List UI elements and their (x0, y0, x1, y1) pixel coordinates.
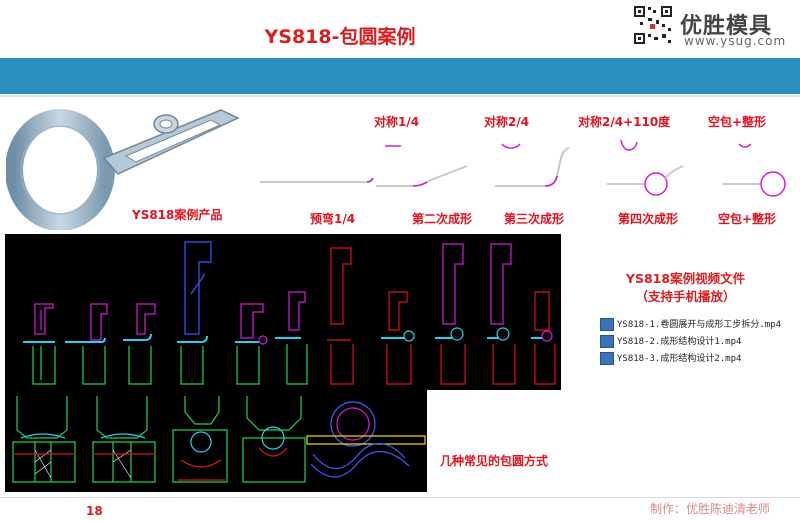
step-bottom-label-1: 预弯1/4 (310, 212, 356, 226)
product-illustration (6, 109, 240, 230)
video-file-name: YS818-3.成形结构设计2.mp4 (617, 354, 742, 364)
divider (0, 95, 800, 97)
page-title: YS818-包圆案例 (264, 26, 416, 48)
cad-panel-progression (5, 234, 561, 390)
methods-caption: 几种常见的包圆方式 (440, 454, 549, 468)
video-file-1[interactable]: YS818-1.卷圆展开与成形工步拆分.mp4 (600, 317, 781, 331)
brand-logo: 优胜模具 www.ysug.com (632, 4, 792, 52)
video-file-3[interactable]: YS818-3.成形结构设计2.mp4 (600, 351, 741, 365)
product-caption: YS818案例产品 (132, 208, 223, 222)
logo-text: 优胜模具 (680, 14, 773, 39)
video-file-name: YS818-1.卷圆展开与成形工步拆分.mp4 (617, 320, 782, 330)
cad-drawing-progression (23, 241, 556, 385)
step-bottom-label-4: 第四次成形 (618, 212, 679, 226)
step-bottom-label-5: 空包+整形 (718, 212, 777, 226)
forming-steps-diagram (260, 139, 786, 197)
video-title-line1: YS818案例视频文件 (625, 271, 746, 286)
step-bottom-label-2: 第二次成形 (412, 212, 473, 226)
step-label-3: 对称2/4+110度 (578, 115, 671, 129)
step-label-2: 对称2/4 (484, 115, 530, 129)
step-label-1: 对称1/4 (374, 115, 420, 129)
logo-url: www.ysug.com (684, 34, 787, 48)
video-file-icon (600, 352, 614, 365)
footer-divider (0, 497, 800, 498)
step-label-4: 空包+整形 (708, 115, 767, 129)
video-section-title: YS818案例视频文件 （支持手机播放） (598, 270, 773, 306)
video-file-name: YS818-2.成形结构设计1.mp4 (617, 337, 742, 347)
video-file-icon (600, 318, 614, 331)
cad-drawing-methods (12, 396, 426, 483)
page-number: 18 (86, 504, 103, 518)
video-title-line2: （支持手机播放） (635, 289, 736, 304)
cad-panel-methods (5, 390, 427, 492)
video-file-icon (600, 335, 614, 348)
step-bottom-label-3: 第三次成形 (504, 212, 565, 226)
header-band (0, 58, 800, 94)
video-file-2[interactable]: YS818-2.成形结构设计1.mp4 (600, 334, 741, 348)
qr-code-icon (632, 4, 674, 46)
footer-credit: 制作：优胜陈迪清老师 (650, 502, 771, 516)
